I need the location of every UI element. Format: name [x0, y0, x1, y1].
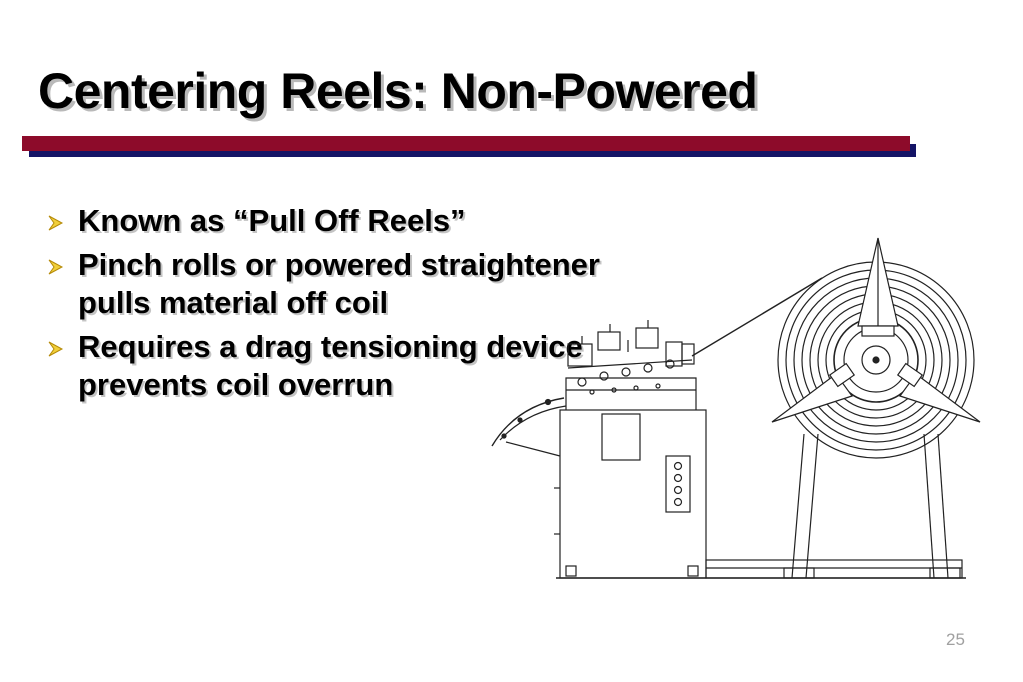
bullet-item: Pinch rolls or powered straightener pull…: [46, 246, 606, 322]
bullet-item: Requires a drag tensioning device preven…: [46, 328, 606, 404]
slide-title: Centering Reels: Non-Powered: [38, 63, 758, 119]
bullet-list: Known as “Pull Off Reels” Pinch rolls or…: [46, 202, 606, 410]
page-number: 25: [946, 630, 965, 649]
bullet-text: Known as “Pull Off Reels”: [78, 203, 466, 238]
arrow-bullet-icon: [48, 341, 64, 357]
bullet-text: Pinch rolls or powered straightener pull…: [78, 247, 600, 320]
straightener-and-coil-reel-drawing: [491, 237, 981, 579]
title-rule: [22, 136, 910, 151]
arrow-bullet-icon: [48, 259, 64, 275]
bullet-text: Requires a drag tensioning device preven…: [78, 329, 583, 402]
arrow-bullet-icon: [48, 215, 64, 231]
bullet-item: Known as “Pull Off Reels”: [46, 202, 606, 240]
